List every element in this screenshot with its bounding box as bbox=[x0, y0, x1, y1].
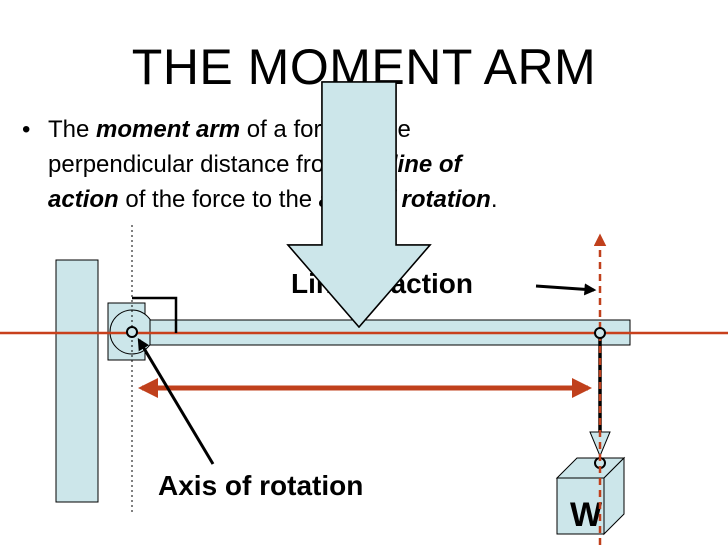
term-action: action bbox=[48, 186, 119, 213]
line-of-action-pointer bbox=[535, 283, 597, 296]
wall bbox=[55, 259, 99, 503]
weight-label: W bbox=[570, 496, 603, 534]
bullet-symbol: • bbox=[22, 116, 31, 143]
axis-of-rotation-label: Axis of rotation bbox=[158, 470, 363, 501]
text: The bbox=[48, 116, 97, 143]
text: of the force to the bbox=[118, 186, 319, 213]
right-angle-icon bbox=[132, 296, 178, 333]
force-arrow-overlay bbox=[286, 81, 432, 329]
line-of-action-label-group: Line of action bbox=[286, 81, 473, 329]
weight-box-front bbox=[556, 477, 605, 535]
attachment-dot bbox=[594, 327, 606, 339]
pivot-dot bbox=[126, 326, 138, 338]
term-moment-arm: moment arm bbox=[96, 116, 241, 143]
axis-pointer bbox=[137, 337, 215, 465]
term-line-of: line of bbox=[390, 151, 462, 178]
text: . bbox=[490, 186, 498, 213]
